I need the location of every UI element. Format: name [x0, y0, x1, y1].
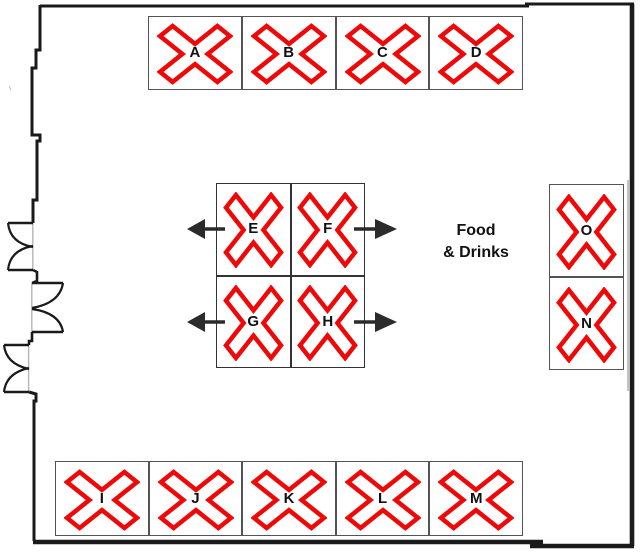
table-label: E: [248, 220, 259, 238]
table-label: M: [469, 489, 483, 507]
left-arrow-icon-e: [187, 219, 225, 240]
table-H: H: [290, 275, 365, 368]
double-door-bottom-icon: [2, 343, 30, 394]
food-drinks-line2: & Drinks: [443, 244, 509, 261]
table-J: J: [148, 461, 243, 536]
x-mark-icon: [438, 23, 515, 85]
right-arrow-icon-f: [354, 219, 397, 240]
x-mark-icon: [157, 23, 234, 85]
x-mark-icon: [251, 468, 328, 531]
table-M: M: [429, 461, 523, 536]
x-mark-icon: [556, 193, 618, 270]
table-G: G: [216, 275, 291, 368]
left-arrow-icon-g: [187, 311, 225, 332]
table-B: B: [241, 16, 336, 90]
x-mark-icon: [297, 284, 359, 361]
x-mark-icon: [297, 192, 359, 269]
table-A: A: [148, 16, 242, 90]
x-mark-icon: [157, 468, 234, 531]
table-O: O: [549, 184, 624, 277]
x-mark-icon: [556, 286, 618, 363]
table-F: F: [290, 183, 365, 276]
table-label: D: [470, 44, 482, 62]
food-drinks-area-label: Food & Drinks: [418, 220, 534, 264]
table-label: B: [283, 44, 295, 62]
right-arrow-icon-h: [354, 311, 397, 332]
x-mark-icon: [438, 468, 515, 531]
table-label: G: [247, 312, 260, 330]
table-label: J: [191, 489, 200, 507]
table-label: K: [283, 489, 295, 507]
table-D: D: [429, 16, 523, 90]
table-label: L: [378, 489, 388, 507]
x-mark-icon: [223, 192, 284, 269]
table-K: K: [242, 461, 336, 536]
table-L: L: [335, 461, 430, 536]
table-label: I: [99, 489, 104, 507]
table-label: C: [376, 44, 388, 62]
table-label: A: [189, 44, 201, 62]
x-mark-icon: [64, 468, 140, 531]
food-drinks-line1: Food: [456, 222, 496, 239]
table-label: F: [323, 220, 333, 238]
table-N: N: [549, 277, 624, 370]
x-mark-icon: [344, 468, 421, 531]
table-C: C: [335, 16, 430, 90]
table-label: H: [322, 312, 334, 330]
x-mark-icon: [344, 23, 421, 85]
double-door-top-icon: [6, 221, 34, 272]
double-door-middle-icon: [31, 281, 65, 334]
x-mark-icon: [223, 284, 284, 361]
table-label: O: [580, 221, 593, 239]
stray-mark: [8, 85, 12, 91]
table-label: N: [581, 314, 592, 332]
table-I: I: [55, 461, 149, 536]
table-E: E: [216, 183, 291, 276]
x-mark-icon: [250, 23, 327, 85]
